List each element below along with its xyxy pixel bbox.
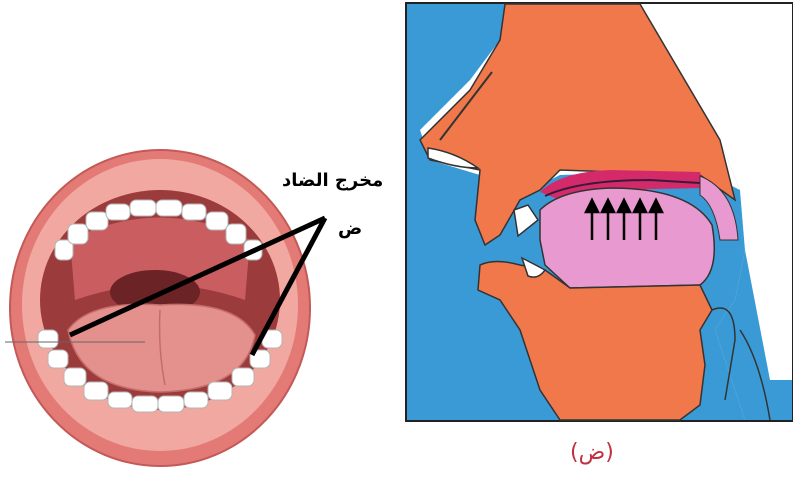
tongue-section	[540, 188, 714, 288]
letter-label: ض	[338, 218, 362, 239]
sagittal-section	[406, 3, 792, 421]
articulation-label: مخرج الضاد	[282, 170, 383, 191]
section-caption: (ض)	[570, 440, 614, 465]
open-mouth-illustration	[5, 150, 310, 466]
